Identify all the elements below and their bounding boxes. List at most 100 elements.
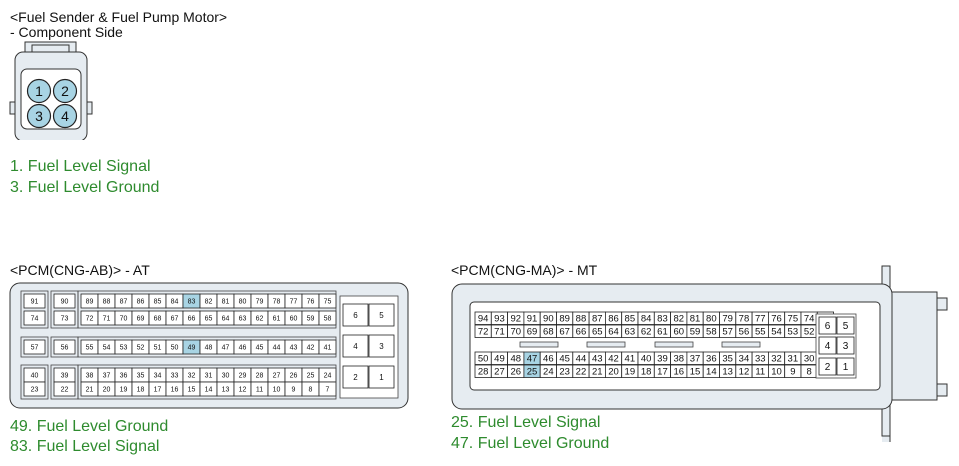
pcm-mt-pin-26: 26	[507, 364, 525, 378]
svg-text:75: 75	[324, 299, 332, 306]
svg-text:66: 66	[188, 316, 196, 323]
svg-text:4: 4	[353, 342, 358, 351]
svg-text:86: 86	[137, 299, 145, 306]
pcm-mt-pin-49: 49	[490, 351, 508, 365]
svg-text:58: 58	[324, 316, 332, 323]
pcm-at-pin-58: 58	[318, 310, 337, 326]
pcm-at-pin-41: 41	[318, 339, 337, 355]
svg-text:80: 80	[239, 299, 247, 306]
pcm-at-pin-86: 86	[131, 293, 150, 309]
pcm-mt-pin-87: 87	[588, 311, 606, 325]
svg-text:56: 56	[739, 327, 750, 338]
pcm-mt-pin-48: 48	[507, 351, 525, 365]
pcm-mt-title: <PCM(CNG-MA)> - MT	[451, 262, 598, 278]
svg-text:43: 43	[592, 354, 603, 365]
sender-subtitle: - Component Side	[10, 24, 123, 40]
svg-text:2: 2	[353, 373, 358, 382]
svg-text:73: 73	[61, 316, 69, 323]
pcm-mt-pin-68: 68	[539, 324, 557, 338]
pcm-mt-pin-28: 28	[474, 364, 492, 378]
pcm-at-pin-20: 20	[97, 381, 116, 397]
svg-text:4: 4	[61, 108, 69, 124]
pcm-at-pin-72: 72	[80, 310, 99, 326]
svg-text:48: 48	[205, 345, 213, 352]
pcm-at-pin-53: 53	[114, 339, 133, 355]
svg-text:28: 28	[478, 367, 489, 378]
pcm-mt-pin-86: 86	[604, 311, 623, 325]
pcm-mt-pin-54: 54	[767, 324, 786, 338]
svg-text:82: 82	[673, 314, 684, 325]
pcm-mt-pin-56: 56	[735, 324, 753, 338]
svg-text:90: 90	[61, 299, 69, 306]
pcm-at-pin-23: 23	[23, 381, 46, 397]
pcm-at-pin-90: 90	[53, 293, 76, 309]
svg-text:28: 28	[256, 373, 264, 380]
pcm-mt-pin-75: 75	[784, 311, 802, 325]
pcm-at-pin-21: 21	[80, 381, 99, 397]
pcm-mt-pin-40: 40	[637, 351, 655, 365]
pcm-mt-pin-32: 32	[767, 351, 786, 365]
svg-text:45: 45	[256, 345, 264, 352]
svg-text:78: 78	[739, 314, 750, 325]
svg-text:52: 52	[137, 345, 145, 352]
svg-text:74: 74	[804, 314, 815, 325]
svg-text:33: 33	[171, 373, 179, 380]
pcm-mt-side-pin-6: 6	[818, 316, 837, 335]
svg-text:71: 71	[103, 316, 111, 323]
svg-text:33: 33	[755, 354, 766, 365]
svg-text:48: 48	[510, 354, 521, 365]
svg-text:72: 72	[478, 327, 489, 338]
svg-text:83: 83	[657, 314, 668, 325]
pcm-mt-note-1: 25. Fuel Level Signal	[451, 414, 601, 431]
pcm-mt-pin-72: 72	[474, 324, 492, 338]
pcm-mt-pin-21: 21	[588, 364, 606, 378]
pcm-mt-pin-46: 46	[539, 351, 557, 365]
svg-text:55: 55	[755, 327, 766, 338]
svg-text:93: 93	[494, 314, 505, 325]
pcm-mt-key-1	[519, 341, 559, 348]
svg-text:88: 88	[103, 299, 111, 306]
svg-text:42: 42	[307, 345, 315, 352]
svg-text:31: 31	[205, 373, 213, 380]
svg-text:46: 46	[543, 354, 554, 365]
pcm-mt-pin-41: 41	[621, 351, 639, 365]
pcm-mt-pin-24: 24	[539, 364, 557, 378]
svg-text:89: 89	[86, 299, 94, 306]
pcm-at-pin-27: 27	[267, 367, 286, 383]
svg-text:50: 50	[478, 354, 489, 365]
svg-text:9: 9	[292, 387, 296, 394]
pcm-at-side-pin-2: 2	[342, 365, 369, 389]
pcm-mt-pin-17: 17	[653, 364, 672, 378]
svg-text:18: 18	[641, 367, 652, 378]
pcm-at-pin-29: 29	[233, 367, 252, 383]
svg-text:21: 21	[592, 367, 603, 378]
pcm-at-pin-10: 10	[267, 381, 286, 397]
svg-text:65: 65	[592, 327, 603, 338]
svg-text:84: 84	[171, 299, 179, 306]
sender-note-2: 3. Fuel Level Ground	[10, 179, 160, 196]
pcm-mt-pin-79: 79	[719, 311, 737, 325]
svg-text:2: 2	[61, 83, 69, 99]
pcm-at-side-pin-5: 5	[368, 303, 395, 327]
svg-text:61: 61	[657, 327, 668, 338]
pcm-mt-pin-66: 66	[572, 324, 590, 338]
pcm-mt-pin-55: 55	[751, 324, 769, 338]
pcm-mt-pin-27: 27	[490, 364, 508, 378]
pcm-at-pin-59: 59	[301, 310, 320, 326]
pcm-mt-pin-9: 9	[784, 364, 802, 378]
pcm-at-pin-39: 39	[53, 367, 76, 383]
pcm-mt-pin-92: 92	[507, 311, 525, 325]
pcm-at-pin-19: 19	[114, 381, 133, 397]
svg-text:54: 54	[103, 345, 111, 352]
pcm-mt-pin-18: 18	[637, 364, 655, 378]
pcm-mt-pin-62: 62	[637, 324, 655, 338]
svg-text:5: 5	[843, 321, 849, 332]
svg-text:72: 72	[86, 316, 94, 323]
svg-text:54: 54	[771, 327, 782, 338]
svg-text:45: 45	[559, 354, 570, 365]
pcm-mt-pin-12: 12	[735, 364, 753, 378]
pcm-mt-pin-63: 63	[621, 324, 639, 338]
pcm-mt-pin-94: 94	[474, 311, 492, 325]
pcm-at-pin-69: 69	[131, 310, 150, 326]
svg-text:90: 90	[543, 314, 554, 325]
